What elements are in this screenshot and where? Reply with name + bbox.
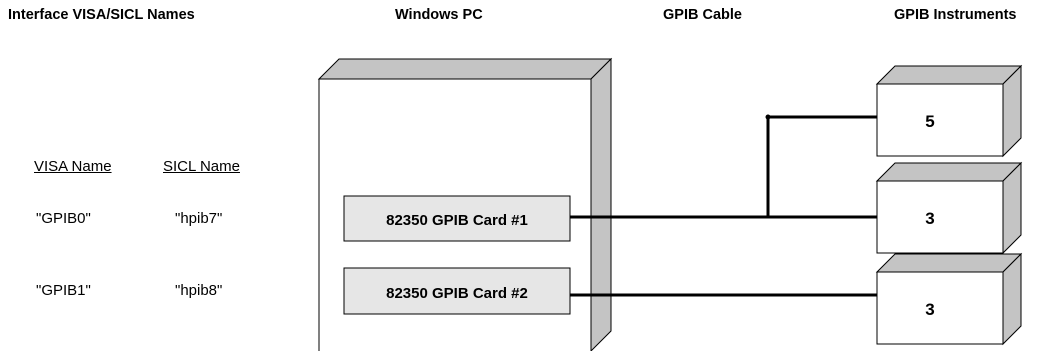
gpib-card-2: 82350 GPIB Card #2 — [343, 267, 571, 315]
gpib-cables — [570, 115, 877, 297]
gpib-instrument-5: 5 — [875, 64, 1023, 158]
instrument-5-address: 5 — [925, 112, 934, 131]
instrument-3a-address: 3 — [925, 209, 934, 228]
header-gpib-instruments: GPIB Instruments — [894, 7, 1017, 23]
instrument-3b-address: 3 — [925, 300, 934, 319]
header-interface-names: Interface VISA/SICL Names — [8, 7, 195, 23]
gpib-instrument-3-b: 3 — [875, 252, 1023, 346]
visa-name-header: VISA Name — [34, 158, 112, 175]
cable-branch-to-instrument-5 — [766, 115, 877, 217]
sicl-name-hpib7: "hpib7" — [175, 210, 223, 227]
pc-box-top — [317, 58, 613, 80]
gpib-card-1: 82350 GPIB Card #1 — [343, 195, 571, 242]
gpib-card-1-label: 82350 GPIB Card #1 — [386, 212, 528, 229]
cable-junction-dot — [765, 114, 771, 120]
sicl-name-hpib8: "hpib8" — [175, 282, 223, 299]
visa-name-gpib0: "GPIB0" — [36, 210, 91, 227]
sicl-name-header: SICL Name — [163, 158, 240, 175]
gpib-instrument-3-a: 3 — [875, 161, 1023, 255]
pc-box-side — [590, 57, 612, 351]
header-gpib-cable: GPIB Cable — [663, 7, 742, 23]
header-windows-pc: Windows PC — [395, 7, 483, 23]
visa-name-gpib1: "GPIB1" — [36, 282, 91, 299]
gpib-card-2-label: 82350 GPIB Card #2 — [386, 285, 528, 302]
